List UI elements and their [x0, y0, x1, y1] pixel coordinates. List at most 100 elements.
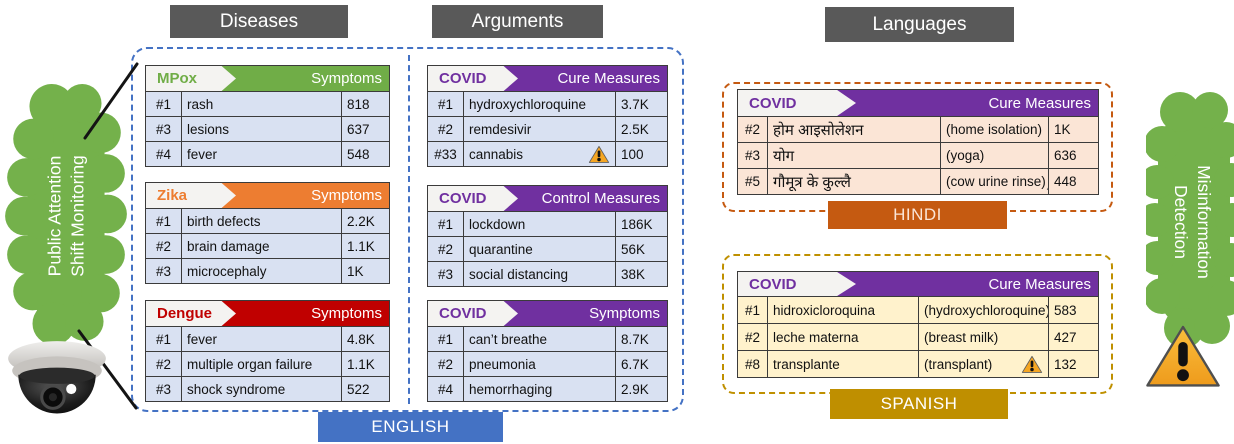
table-row: #3 योग (yoga) 636: [738, 142, 1098, 168]
term-cell: pneumonia: [469, 356, 536, 372]
term-cell: brain damage: [187, 238, 270, 254]
rank-cell: #3: [146, 259, 182, 283]
disease-label: COVID: [439, 190, 487, 207]
table-row: #2 multiple organ failure 1.1K: [146, 351, 389, 376]
table-row: #8 transplante (transplant) 132: [738, 350, 1098, 377]
rank-cell: #3: [738, 143, 768, 168]
term-cell: hemorrhaging: [469, 381, 553, 397]
translation-cell: (breast milk): [918, 324, 1048, 350]
count-cell: 3.7K: [615, 92, 667, 116]
cloud-shape: [5, 84, 127, 345]
rank-cell: #3: [146, 117, 182, 141]
spanish-label-text: SPANISH: [880, 394, 958, 413]
term-cell: birth defects: [187, 213, 261, 229]
table-row: #2 brain damage 1.1K: [146, 233, 389, 258]
monitoring-blob: Public Attention Shift Monitoring: [5, 80, 127, 352]
table-dengue-symptoms: Symptoms Dengue #1 fever 4.8K #2 multipl…: [145, 300, 390, 402]
table-header: Symptoms COVID: [428, 301, 667, 326]
term-cell: cannabis: [464, 142, 615, 166]
count-cell: 1.1K: [341, 234, 389, 258]
table-row: #2 होम आइसोलेशन (home isolation) 1K: [738, 116, 1098, 142]
table-row: #1 rash 818: [146, 91, 389, 116]
table-row: #1 can’t breathe 8.7K: [428, 326, 667, 351]
table-header: Cure Measures COVID: [738, 272, 1098, 296]
table-mpox-symptoms: Symptoms MPox #1 rash 818 #3 lesions 637…: [145, 65, 390, 167]
table-row: #1 birth defects 2.2K: [146, 208, 389, 233]
rank-cell: #2: [428, 117, 464, 141]
disease-label: MPox: [157, 70, 198, 87]
count-cell: 636: [1048, 143, 1098, 168]
count-cell: 583: [1048, 297, 1098, 323]
rank-cell: #1: [146, 327, 182, 351]
count-cell: 1K: [1048, 117, 1098, 142]
hindi-label-text: HINDI: [893, 205, 942, 224]
table-header: Cure Measures COVID: [428, 66, 667, 91]
table-row: #2 pneumonia 6.7K: [428, 351, 667, 376]
count-cell: 2.5K: [615, 117, 667, 141]
term-cell: rash: [187, 96, 214, 112]
table-row: #3 lesions 637: [146, 116, 389, 141]
count-cell: 100: [615, 142, 667, 166]
category-label: Symptoms: [311, 305, 382, 322]
disease-label: COVID: [749, 275, 797, 293]
category-label: Symptoms: [311, 70, 382, 87]
section-header-label: Diseases: [219, 10, 299, 32]
count-cell: 38K: [615, 262, 667, 286]
term-cell: transplante: [773, 356, 840, 372]
count-cell: 2.9K: [615, 377, 667, 401]
count-cell: 132: [1048, 351, 1098, 377]
rank-cell: #2: [146, 234, 182, 258]
rank-cell: #4: [428, 377, 464, 401]
translation-text: (transplant): [924, 356, 993, 372]
term-cell: hidroxicloroquina: [773, 302, 876, 318]
table-row: #4 fever 548: [146, 141, 389, 166]
english-label-text: ENGLISH: [371, 417, 450, 436]
term-cell: lesions: [187, 121, 230, 137]
term-cell: social distancing: [469, 266, 569, 282]
category-label: Symptoms: [589, 305, 660, 322]
translation-cell: (cow urine rinse): [940, 169, 1048, 194]
translation-cell: (yoga): [940, 143, 1048, 168]
disease-label: COVID: [439, 305, 487, 322]
table-covid-symptoms: Symptoms COVID #1 can’t breathe 8.7K #2 …: [427, 300, 668, 402]
translation-cell: (hydroxychloroquine): [918, 297, 1048, 323]
spanish-label: SPANISH: [830, 389, 1008, 419]
rank-cell: #1: [146, 209, 182, 233]
table-covid-control-measures: Control Measures COVID #1 lockdown 186K …: [427, 185, 668, 287]
rank-cell: #2: [738, 324, 768, 350]
table-header: Symptoms Zika: [146, 183, 389, 208]
term-cell: quarantine: [469, 241, 533, 257]
category-label: Cure Measures: [988, 275, 1091, 293]
table-row: #33 cannabis 100: [428, 141, 667, 166]
hindi-label: HINDI: [828, 201, 1007, 229]
table-row: #2 quarantine 56K: [428, 236, 667, 261]
warning-icon: [588, 145, 610, 163]
category-label: Cure Measures: [988, 94, 1091, 112]
section-header-languages: Languages: [825, 7, 1014, 42]
term-cell: hydroxychloroquine: [469, 96, 587, 112]
disease-chevron: Zika: [146, 183, 236, 208]
count-cell: 818: [341, 92, 389, 116]
disease-label: Dengue: [157, 305, 213, 322]
table-row: #1 lockdown 186K: [428, 211, 667, 236]
disease-chevron: Dengue: [146, 301, 236, 326]
rank-cell: #2: [428, 352, 464, 376]
table-header: Cure Measures COVID: [738, 90, 1098, 116]
table-header: Control Measures COVID: [428, 186, 667, 211]
count-cell: 6.7K: [615, 352, 667, 376]
rank-cell: #3: [428, 262, 464, 286]
cctv-camera-icon: [8, 341, 106, 414]
count-cell: 548: [341, 142, 389, 166]
table-row: #1 hidroxicloroquina (hydroxychloroquine…: [738, 296, 1098, 323]
rank-cell: #1: [428, 327, 464, 351]
section-header-arguments: Arguments: [432, 5, 603, 38]
detection-blob: Misinformation Detection: [1138, 88, 1234, 356]
connector-line: [83, 62, 139, 140]
rank-cell: #2: [146, 352, 182, 376]
term-cell: shock syndrome: [187, 381, 286, 397]
english-label: ENGLISH: [318, 412, 503, 442]
count-cell: 186K: [615, 212, 667, 236]
table-row: #4 hemorrhaging 2.9K: [428, 376, 667, 401]
